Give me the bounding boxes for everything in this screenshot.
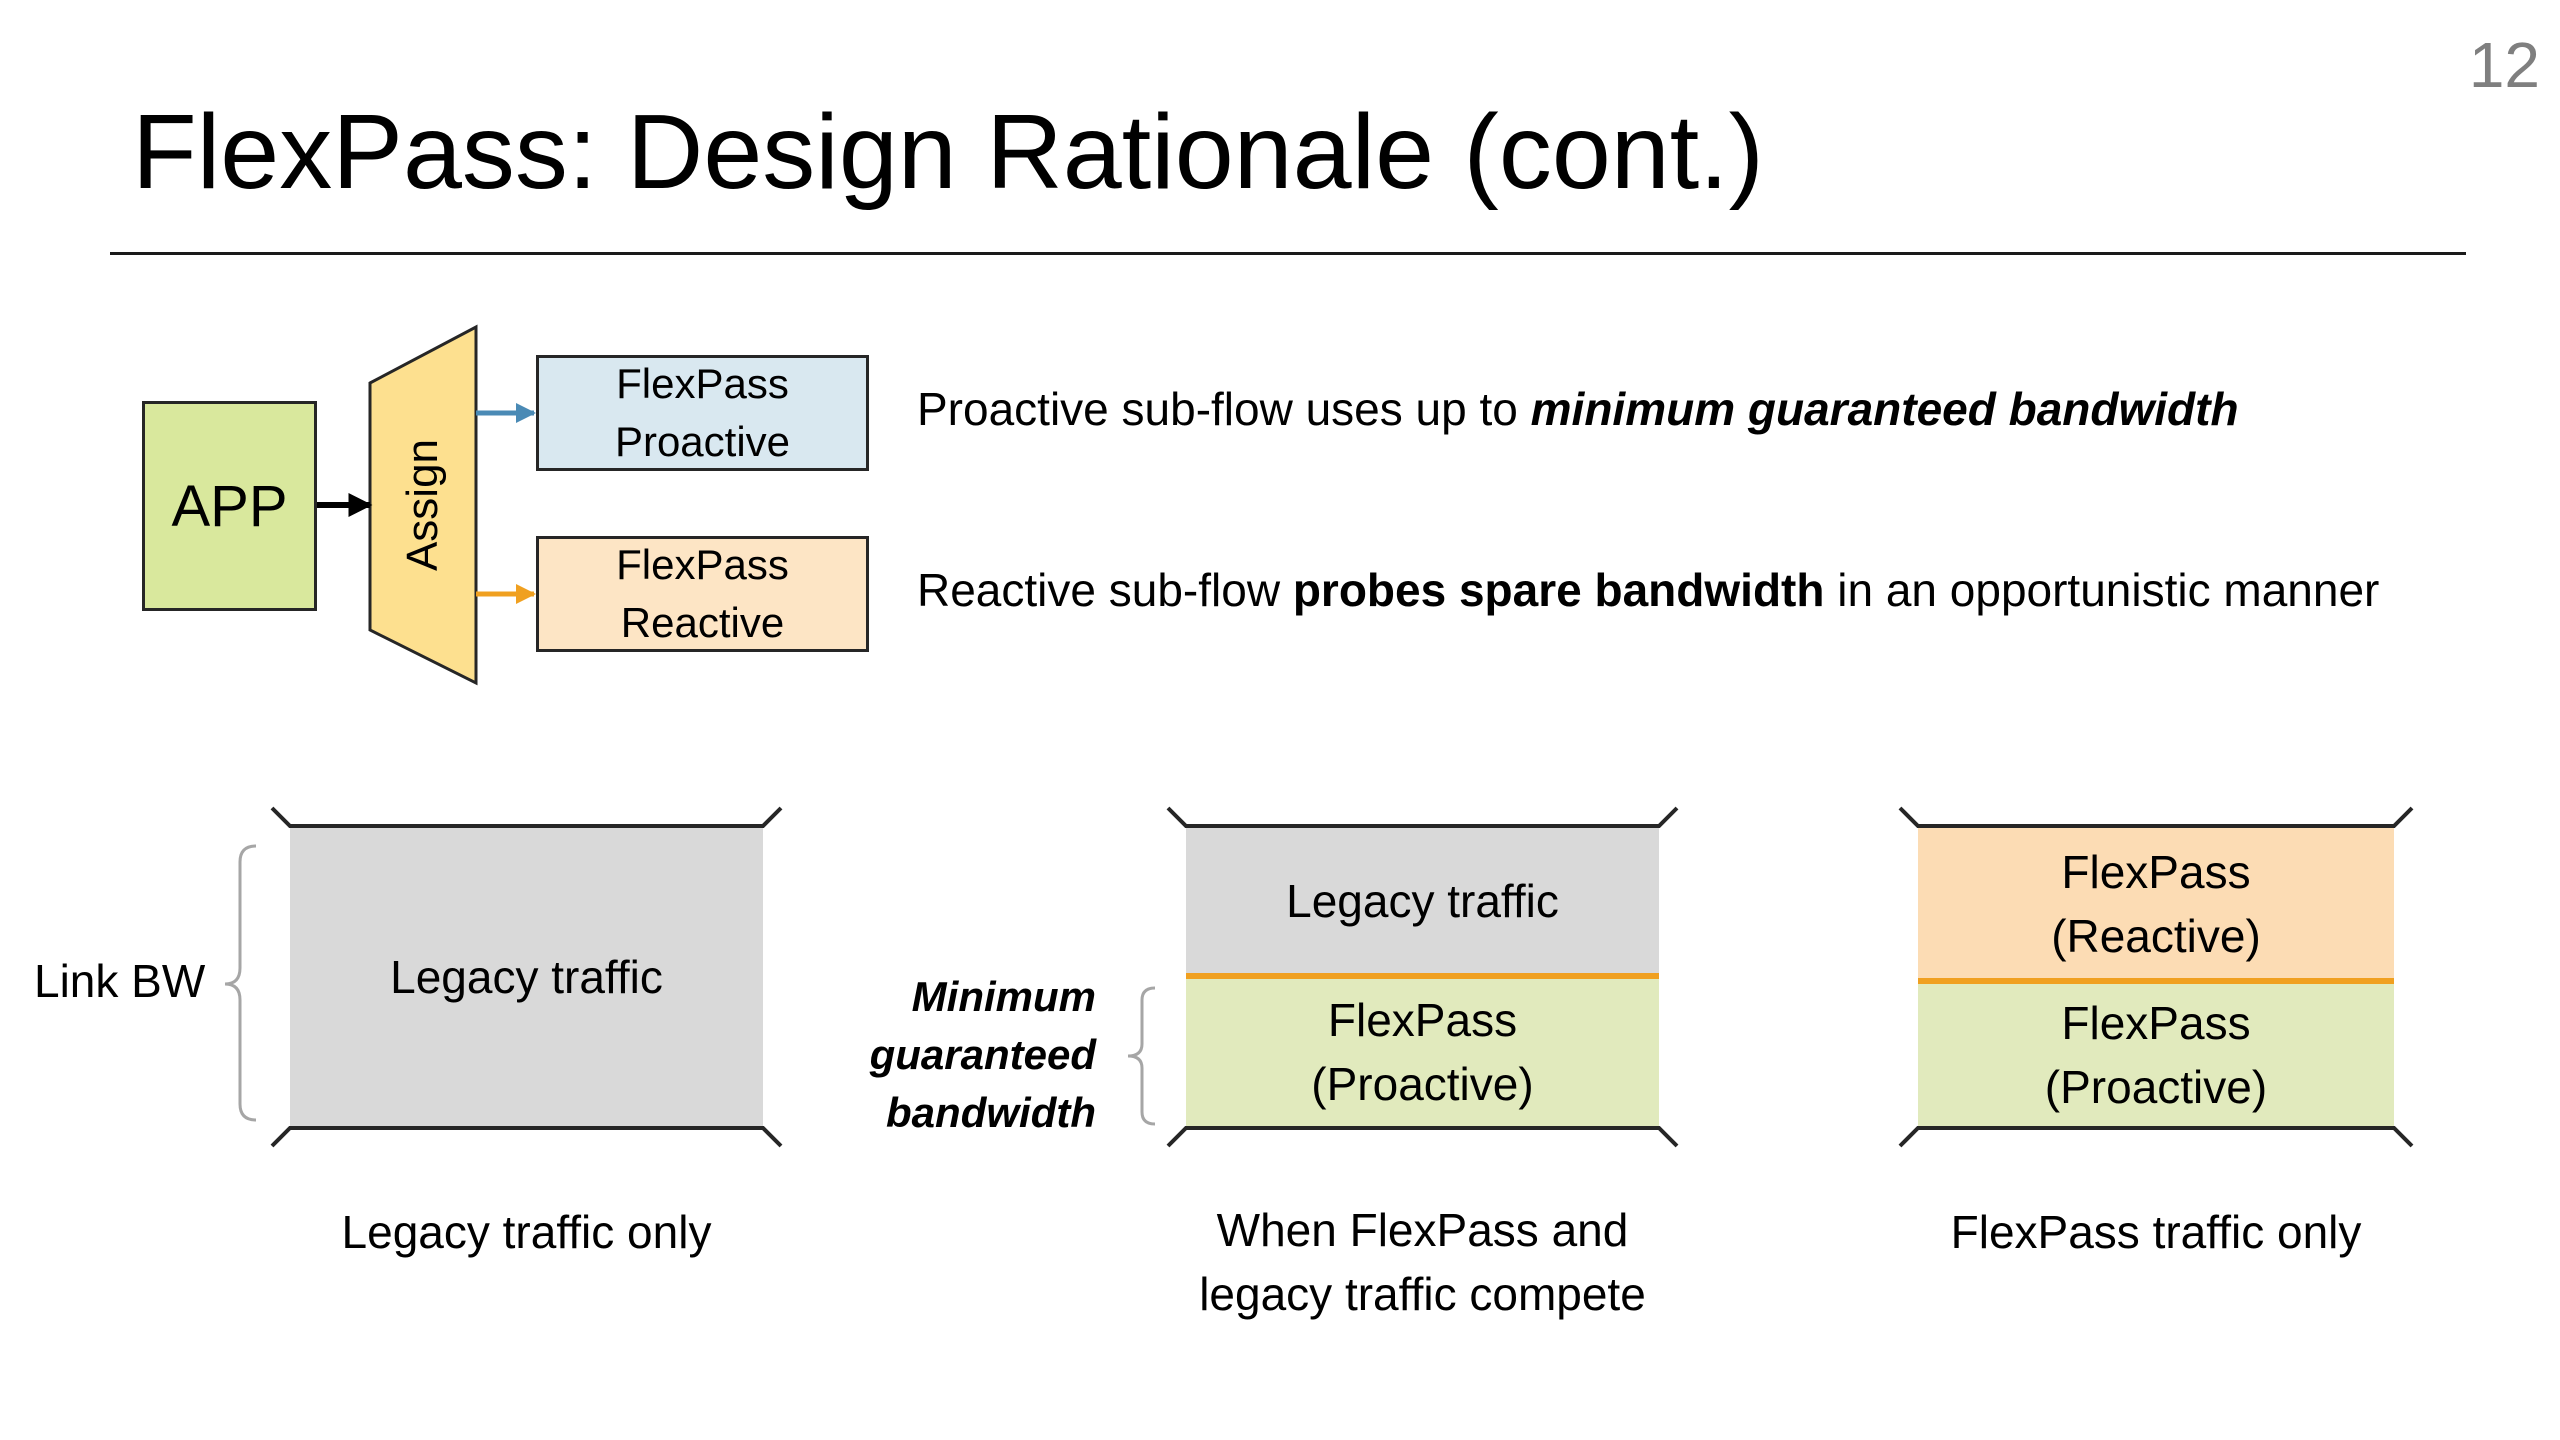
app-box: APP: [142, 401, 317, 611]
panel1-pipe-edges: [270, 806, 783, 1148]
app-label: APP: [171, 473, 288, 539]
reactive-box-line-1: FlexPass: [616, 541, 789, 588]
link-bw-label: Link BW: [34, 955, 206, 1007]
reactive-box-line-2: Reactive: [620, 599, 785, 646]
panel2-caption: When FlexPass and legacy traffic compete: [1136, 1198, 1709, 1326]
panel1-region-label: Legacy traffic: [390, 951, 663, 1003]
panel2-top-label: Legacy traffic: [1286, 875, 1559, 927]
panel3-proactive-region: FlexPass (Proactive): [1918, 981, 2394, 1128]
slide-title: FlexPass: Design Rationale (cont.): [132, 93, 1764, 211]
assign-trapezoid: [368, 324, 478, 686]
panel2-caption-line-2: legacy traffic compete: [1199, 1268, 1646, 1320]
proactive-description: Proactive sub-flow uses up to minimum gu…: [917, 382, 2239, 436]
flexpass-reactive-box: FlexPass Reactive: [536, 536, 869, 652]
panel3-bottom-line-1: FlexPass: [2061, 996, 2251, 1049]
reactive-description: Reactive sub-flow probes spare bandwidth…: [917, 563, 2379, 617]
panel1-legacy-region: Legacy traffic: [290, 826, 763, 1128]
panel2-legacy-region: Legacy traffic: [1186, 826, 1659, 976]
panel3-pipe-edges: [1898, 806, 2414, 1148]
flexpass-proactive-box: FlexPass Proactive: [536, 355, 869, 471]
title-divider: [110, 252, 2466, 255]
panel2-bottom-line-2: (Proactive): [1311, 1058, 1534, 1110]
proactive-desc-emphasis: minimum guaranteed bandwidth: [1530, 383, 2239, 435]
proactive-box-line-2: Proactive: [614, 418, 791, 465]
reactive-desc-pre: Reactive sub-flow: [917, 564, 1293, 616]
panel1-caption: Legacy traffic only: [341, 1206, 712, 1258]
proactive-desc-text: Proactive sub-flow uses up to: [917, 383, 1531, 435]
page-number: 12: [2468, 29, 2540, 101]
panel2-caption-line-1: When FlexPass and: [1216, 1204, 1629, 1256]
panel2-proactive-region: FlexPass (Proactive): [1186, 976, 1659, 1128]
panel3-top-line-1: FlexPass: [2061, 845, 2251, 898]
reactive-desc-bold: probes spare bandwidth: [1292, 564, 1825, 616]
proactive-box-line-1: FlexPass: [616, 360, 789, 407]
panel2-pipe-edges: [1166, 806, 1679, 1148]
link-bw-brace: [224, 844, 257, 1122]
panel3-top-line-2: (Reactive): [2051, 909, 2261, 962]
min-guaranteed-brace: [1127, 986, 1156, 1126]
panel3-caption: FlexPass traffic only: [1950, 1206, 2362, 1258]
min-guaranteed-label: Minimum guaranteed bandwidth: [820, 968, 1096, 1142]
reactive-desc-post: in an opportunistic manner: [1824, 564, 2380, 616]
panel3-bottom-line-2: (Proactive): [2044, 1060, 2268, 1113]
min-guaranteed-line-3: bandwidth: [886, 1089, 1096, 1136]
panel2-bottom-line-1: FlexPass: [1327, 994, 1518, 1046]
panel3-reactive-region: FlexPass (Reactive): [1918, 826, 2394, 981]
min-guaranteed-line-2: guaranteed: [869, 1031, 1096, 1078]
min-guaranteed-line-1: Minimum: [911, 973, 1096, 1020]
